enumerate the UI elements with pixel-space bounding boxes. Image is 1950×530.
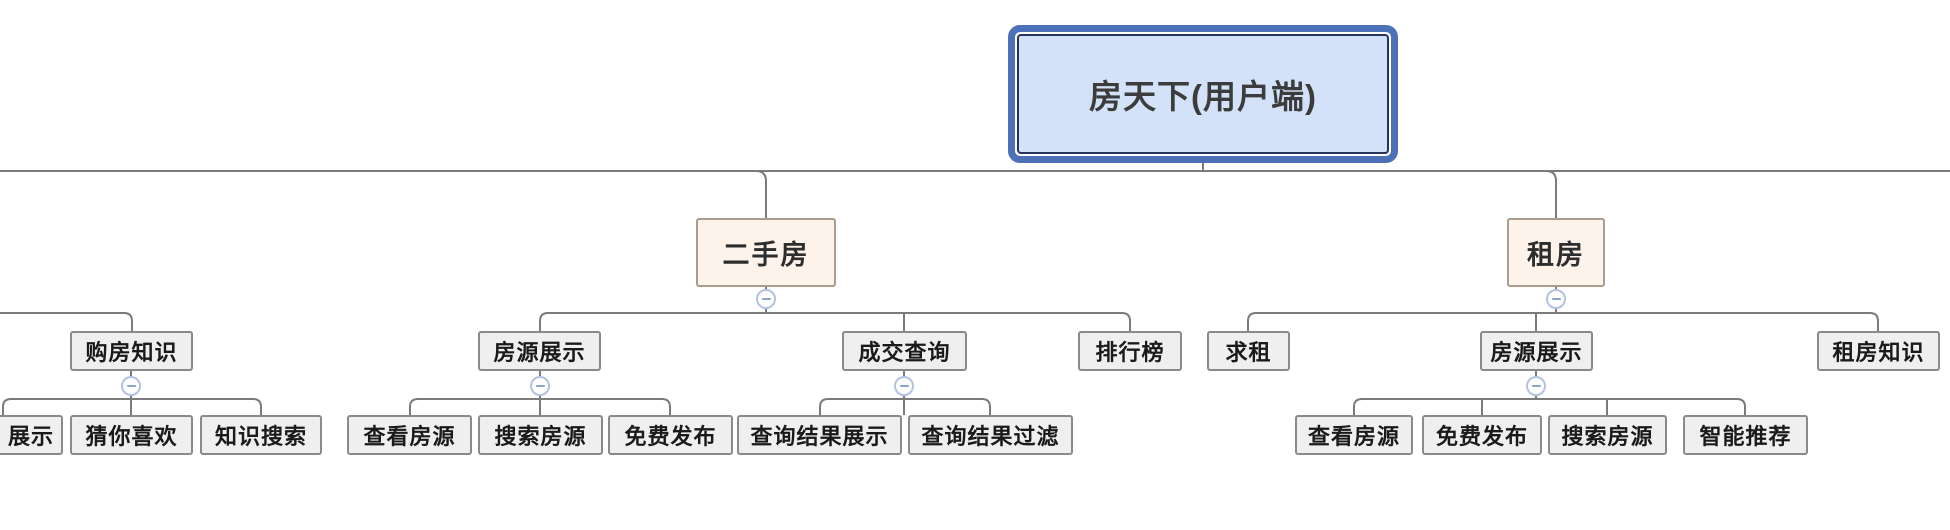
ershoufang-elbow [755,170,767,218]
root-label: 房天下(用户端) [1017,34,1389,154]
node-fangyuanzhanshi-zufang[interactable]: 房源展示 [1480,331,1593,371]
zufang-children-line [1247,312,1879,331]
zufang-elbow [1545,170,1557,218]
collapse-button-fangyuanzhanshi-ershoufang[interactable] [530,376,550,396]
node-mianfeifabu-ershoufang[interactable]: 免费发布 [608,415,733,455]
node-root[interactable]: 房天下(用户端) [1008,25,1398,163]
minus-icon [126,385,136,387]
collapse-button-zufang[interactable] [1546,289,1566,309]
node-goufangzhishi[interactable]: 购房知识 [70,331,193,371]
fangyuanzhanshi-zf-children-line [1353,398,1746,415]
node-chaxunjieguoguolv[interactable]: 查询结果过滤 [908,415,1073,455]
collapse-button-fangyuanzhanshi-zufang[interactable] [1526,376,1546,396]
minus-icon [761,298,771,300]
collapse-button-chengjiaochaxun[interactable] [894,376,914,396]
minus-icon [1551,298,1561,300]
offscreen-left-children-line [0,312,133,331]
node-ershoufang[interactable]: 二手房 [696,218,836,287]
ershoufang-children-line [539,312,1131,331]
node-qiuzu[interactable]: 求租 [1207,331,1290,371]
node-chaxunjieguozhanshi[interactable]: 查询结果展示 [737,415,902,455]
node-paihangbang[interactable]: 排行榜 [1078,331,1182,371]
node-zhinengtuijian[interactable]: 智能推荐 [1683,415,1808,455]
node-sousuofangyuan-zufang[interactable]: 搜索房源 [1548,415,1667,455]
node-chakanfangyuan-ershoufang[interactable]: 查看房源 [347,415,472,455]
node-zufangzhishi[interactable]: 租房知识 [1817,331,1940,371]
node-sousuofangyuan-ershoufang[interactable]: 搜索房源 [478,415,603,455]
collapse-button-ershoufang[interactable] [756,289,776,309]
node-mianfeifabu-zufang[interactable]: 免费发布 [1422,415,1542,455]
node-zhishisousuo[interactable]: 知识搜索 [200,415,322,455]
node-chakanfangyuan-zufang[interactable]: 查看房源 [1295,415,1413,455]
node-cainixihuan[interactable]: 猜你喜欢 [70,415,193,455]
node-fangyuanzhanshi-ershoufang[interactable]: 房源展示 [478,331,601,371]
minus-icon [1531,385,1541,387]
collapse-button-goufangzhishi[interactable] [121,376,141,396]
node-zufang[interactable]: 租房 [1507,218,1605,287]
minus-icon [535,385,545,387]
minus-icon [899,385,909,387]
node-zhanshi-truncated[interactable]: 展示 [0,415,63,455]
node-chengjiaochaxun[interactable]: 成交查询 [842,331,967,371]
